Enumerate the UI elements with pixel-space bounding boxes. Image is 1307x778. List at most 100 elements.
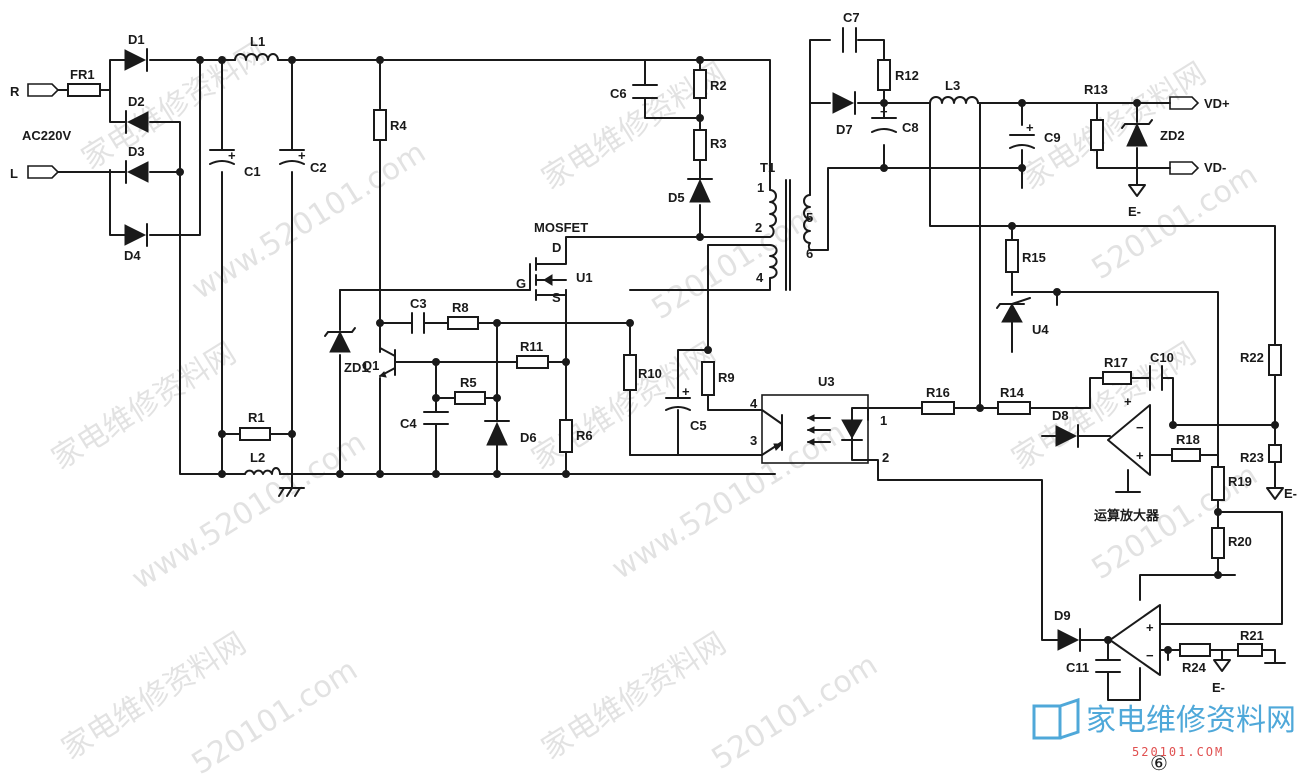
inductor-l2: L2 [244,450,281,475]
r24-label: R24 [1182,660,1207,675]
d5-label: D5 [668,190,685,205]
c2-label: C2 [310,160,327,175]
capacitor-c6: C6 [610,84,658,101]
resistor-r17: R17 [1102,355,1132,385]
capacitor-c8: + C8 [871,104,919,135]
vd-minus-label: VD- [1204,160,1226,175]
u3-pin-3: 3 [750,433,757,448]
c9-label: C9 [1044,130,1061,145]
watermark-text: 家电维修资料网 [1016,56,1213,197]
u3-pin-4: 4 [750,396,758,411]
r16-label: R16 [926,385,950,400]
svg-text:+: + [228,148,236,163]
r10-label: R10 [638,366,662,381]
d8-label: D8 [1052,408,1069,423]
c8-label: C8 [902,120,919,135]
r14-label: R14 [1000,385,1025,400]
output-connector-vd-plus: VD+ [1169,96,1230,111]
diode-d8: D8 [1052,408,1079,448]
logo-subtext: 520101.COM [1132,745,1224,759]
c10-label: C10 [1150,350,1174,365]
watermark-url: www.520101.com [126,425,372,597]
r5-label: R5 [460,375,477,390]
c11-label: C11 [1066,660,1089,675]
resistor-r18: R18 [1171,432,1201,462]
diode-d3: D3 [125,144,149,184]
t1-label: T1 [760,160,775,175]
capacitor-c11: C11 [1066,659,1121,691]
c5-label: C5 [690,418,707,433]
chassis-ground-symbol [278,473,305,497]
resistor-r4: R4 [373,109,407,141]
capacitor-c1: + C1 [209,148,261,179]
resistor-r8: R8 [447,300,479,330]
fuse-fr1: FR1 [67,67,101,97]
resistor-r20: R20 [1211,527,1252,559]
l3-label: L3 [945,78,960,93]
capacitor-c3: C3 [410,296,427,334]
signal-ground-symbol: E- [1212,649,1231,695]
logo-text: 家电维修资料网 [1086,703,1296,738]
figure-number: ⑥ [1150,751,1168,775]
zd2-label: ZD2 [1160,128,1185,143]
c3-label: C3 [410,296,427,311]
r15-label: R15 [1022,250,1046,265]
capacitor-c9: + C9 [1009,120,1061,149]
svg-text:+: + [1136,448,1144,463]
u3-pin-2: 2 [882,450,889,465]
junctions [176,56,1279,654]
d3-label: D3 [128,144,145,159]
vd-plus-label: VD+ [1204,96,1230,111]
d2-label: D2 [128,94,145,109]
resistor-r22: R22 [1240,344,1282,376]
resistor-r12: R12 [877,59,919,91]
ac-input-label: AC220V [22,128,71,143]
r9-label: R9 [718,370,735,385]
c6-label: C6 [610,86,627,101]
resistor-r24: R24 [1179,643,1211,675]
svg-text:−: − [1136,420,1144,435]
transistor-q1: Q1 [362,347,396,378]
ground-symbol [1264,649,1286,664]
zd1-label: ZD1 [344,360,369,375]
watermark-url: 520101.com [1086,157,1264,286]
d4-label: D4 [124,248,141,263]
r20-label: R20 [1228,534,1252,549]
zener-zd2: ZD2 [1121,119,1185,147]
site-logo: 家电维修资料网 520101.COM [1032,697,1296,759]
l2-label: L2 [250,450,265,465]
r12-label: R12 [895,68,919,83]
watermark-url: 520101.com [706,647,884,776]
resistor-r3: R3 [693,129,727,161]
watermark-url: 520101.com [646,197,824,326]
q1-label: Q1 [362,358,379,373]
opamp-2: + − [1109,604,1161,676]
optocoupler-u3: U3 4 3 1 2 [750,374,889,465]
t1-pin-5: 5 [806,210,813,225]
watermark-text: 家电维修资料网 [76,36,273,177]
r23-label: R23 [1240,450,1264,465]
mosfet-gate-label: G [516,276,526,291]
r22-label: R22 [1240,350,1264,365]
t1-pin-1: 1 [757,180,764,195]
capacitor-c5: + C5 [665,384,707,433]
resistor-r6: R6 [559,419,593,453]
input-connector-r: R [10,83,60,99]
resistor-r5: R5 [454,375,486,405]
resistor-r14: R14 [997,385,1031,415]
svg-text:+: + [682,384,690,399]
u4-label: U4 [1032,322,1049,337]
r1-label: R1 [248,410,265,425]
e-minus-label: E- [1128,204,1141,219]
r4-label: R4 [390,118,407,133]
e-minus-label: E- [1284,486,1297,501]
resistor-r9: R9 [701,361,735,396]
resistor-r10: R10 [623,354,662,391]
output-connector-vd-minus: VD- [1169,160,1226,175]
r11-label: R11 [520,339,543,354]
r21-label: R21 [1240,628,1264,643]
input-label-l: L [10,166,18,181]
fr1-label: FR1 [70,67,95,82]
diode-d9: D9 [1054,608,1081,652]
